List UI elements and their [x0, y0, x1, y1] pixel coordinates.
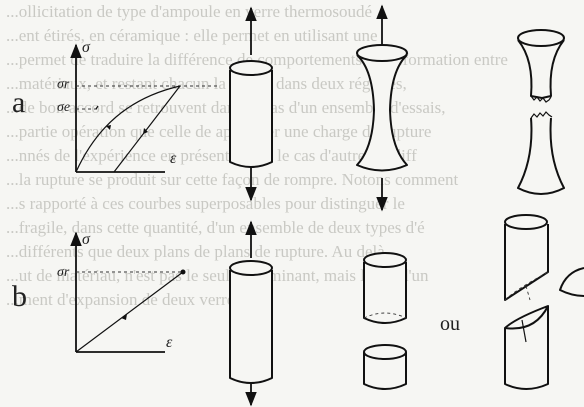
necked-bar-top [356, 44, 408, 62]
brittle-upper-top [363, 252, 407, 268]
background-text-line: ...partie opération que celle de appliqu… [6, 122, 432, 141]
brittle-fracture-flat [363, 252, 407, 390]
background-text-line: ...fragile, dans cette quantité, d'un en… [6, 218, 425, 237]
background-text-line: ...la rupture se produit sur cette façon… [6, 170, 459, 189]
brittle-lower-top [363, 344, 407, 360]
ductile-lower-piece [517, 117, 565, 195]
panel-b-label: b [12, 280, 27, 313]
background-text-line: ...ut de matériau, n'est pas le seul dét… [6, 266, 429, 285]
background-text-line: ...nnés de l'expérience en présent. Dans… [6, 146, 417, 165]
panel-a-label: a [12, 86, 25, 119]
necked-bar-body [356, 54, 408, 172]
oblique-upper-piece [504, 224, 549, 301]
oblique-upper-top [504, 214, 548, 230]
sigma-r-label-b: σr [57, 265, 70, 280]
ductile-fracture [517, 29, 565, 195]
fracture-point [180, 269, 186, 275]
cylinder-body-b1 [229, 270, 273, 384]
epsilon-axis-label-a: ε [170, 150, 177, 167]
loading-curve [75, 85, 181, 173]
cylinder-b-intact [229, 220, 273, 407]
epsilon-axis-label-b: ε [166, 334, 173, 351]
background-text-line: ...différents que deux plans de plans de… [6, 242, 385, 261]
oblique-lower-face [504, 305, 549, 330]
stress-strain-graph-b: σ ε σr [57, 231, 186, 353]
sigma-axis-label-a: σ [82, 39, 91, 56]
ductile-upper-piece [517, 39, 565, 99]
background-text-line: ...ollicitation de type d'ampoule en ver… [6, 2, 373, 21]
unloading-arrow-a [143, 128, 148, 134]
oblique-upper-hidden-edge [525, 285, 531, 301]
or-label: ou [440, 313, 460, 335]
stress-strain-graph-a: σ ε σr σe [57, 39, 220, 173]
brittle-lower-piece [363, 352, 407, 390]
ductile-upper-top [517, 29, 565, 47]
cylinder-top-a1 [229, 60, 273, 76]
oblique-fragment [559, 267, 584, 297]
brittle-upper-piece [363, 262, 407, 324]
cylinder-top-b1 [229, 260, 273, 276]
sigma-e-label-a: σe [57, 100, 70, 115]
unloading-line [113, 85, 181, 173]
elastic-limit-tick [95, 105, 99, 110]
oblique-upper-break-face [504, 271, 549, 301]
sigma-axis-label-b: σ [82, 231, 91, 248]
cylinder-a-intact [229, 6, 273, 202]
cylinder-body-a1 [229, 70, 273, 168]
background-text-line: ...matériaux, et restant chacun la même … [6, 74, 407, 93]
necked-bar [356, 4, 408, 212]
loading-arrow-a [106, 125, 111, 130]
linear-stress-strain-line [75, 271, 184, 353]
ductile-upper-jagged-edge [530, 95, 552, 103]
ductile-lower-jagged-edge [530, 111, 553, 119]
loading-arrow-b [121, 314, 127, 320]
background-text-line: ...ent étirés, en céramique : elle perme… [6, 26, 378, 45]
background-text-line: ...ment d'expansion de deux verres. [6, 290, 246, 309]
background-text-line: ...de bon accord se retrouvent dans le c… [6, 98, 446, 117]
oblique-lower-edge [521, 319, 527, 343]
sigma-r-label-a: σr [57, 77, 70, 92]
background-text-line: ...s rapporté à ces courbes superposable… [6, 194, 405, 213]
brittle-fracture-oblique [504, 214, 584, 390]
